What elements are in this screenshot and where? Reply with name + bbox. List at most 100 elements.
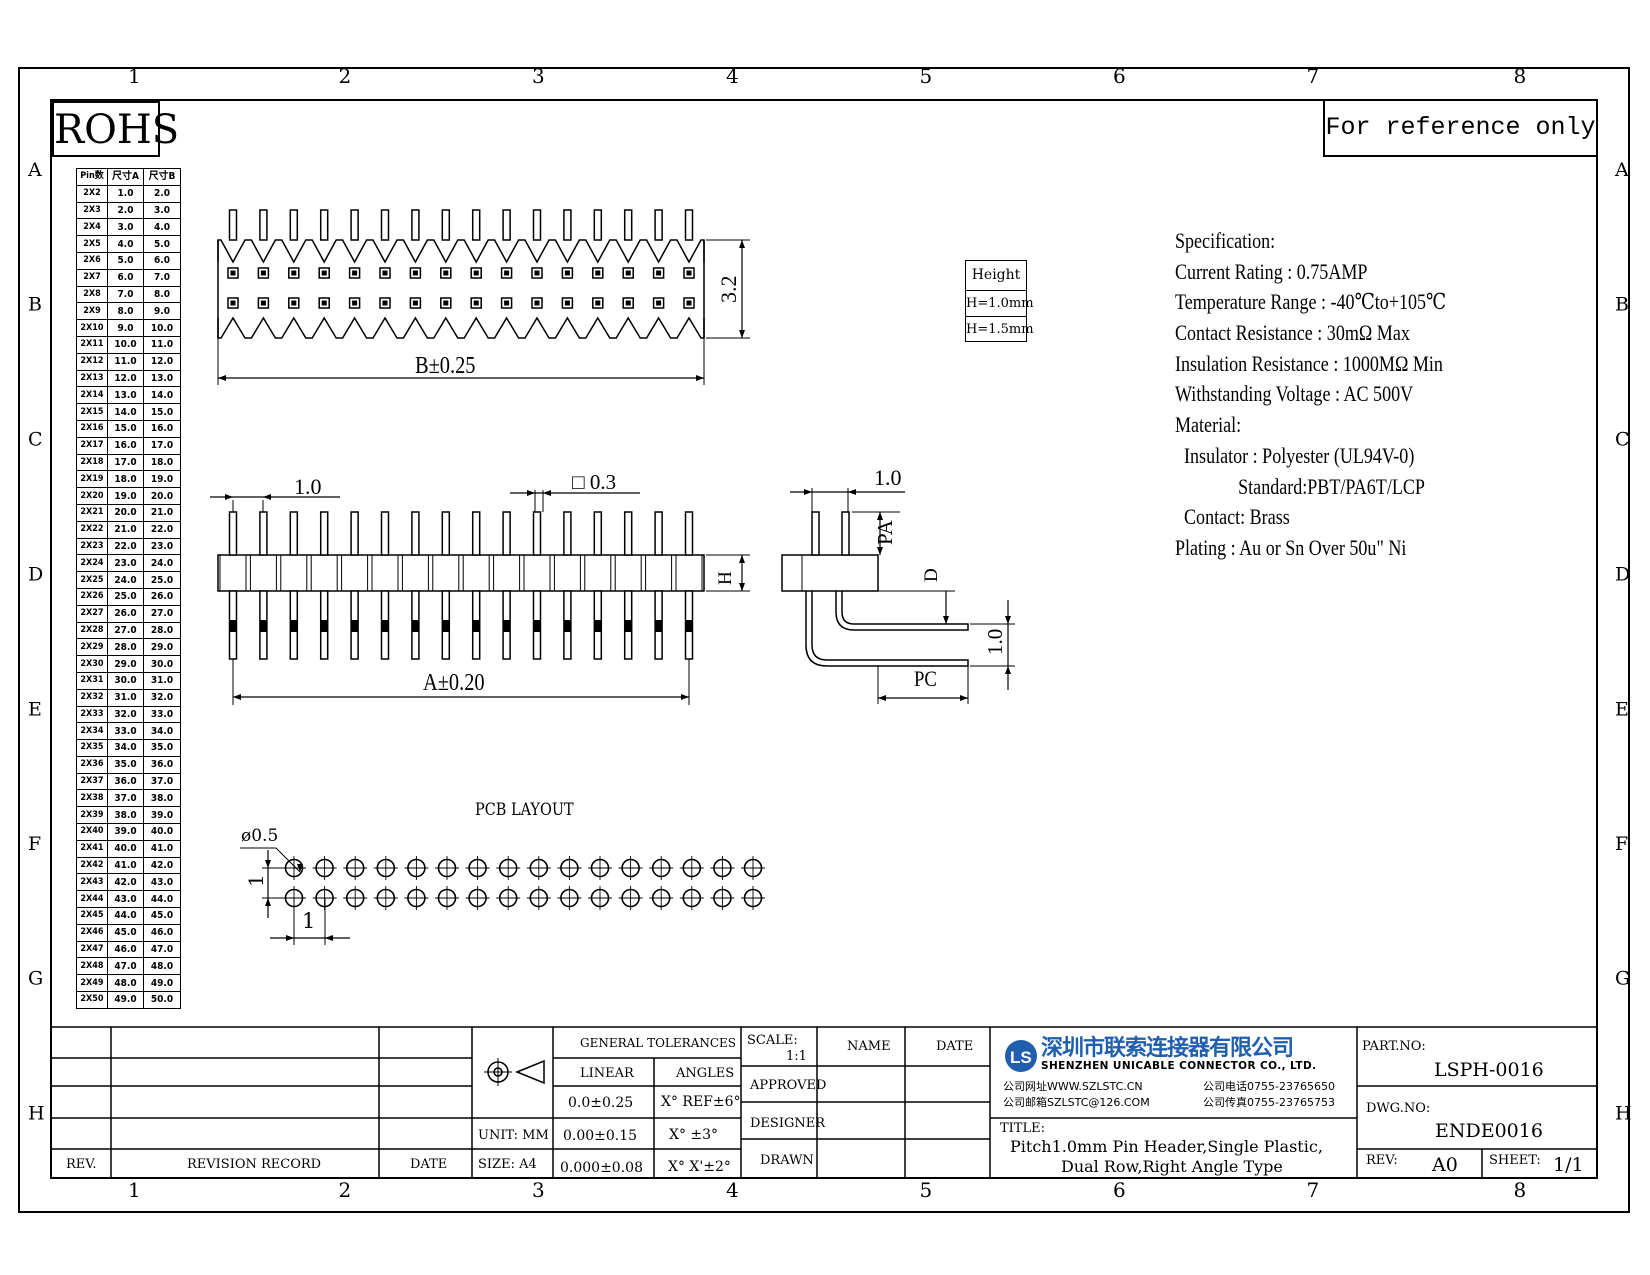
front-pin-top [654, 511, 663, 556]
top-hole-core [230, 300, 236, 306]
pcb-hole-diameter: ø0.5 [241, 826, 279, 846]
arrowhead [739, 330, 745, 338]
sheet-label: SHEET: [1489, 1153, 1541, 1168]
top-hole-core [321, 270, 327, 276]
tol-linear-1: 0.0±0.25 [568, 1095, 634, 1111]
top-hole-core [291, 300, 297, 306]
rev-label: REV. [66, 1157, 97, 1172]
front-pin-top [441, 511, 451, 556]
top-hole-core [352, 270, 358, 276]
arrowhead [739, 240, 745, 248]
unit-label: UNIT: MM [478, 1128, 549, 1143]
front-pin-band [229, 620, 237, 632]
designer-label: DESIGNER [750, 1116, 825, 1131]
arrowhead [804, 489, 812, 495]
side-bent-pin-1 [835, 591, 969, 631]
zone-row-E: E [28, 699, 42, 721]
arrowhead [543, 490, 551, 496]
top-pin [684, 209, 694, 241]
pin-table-cell: 42.0 [143, 856, 181, 875]
zone-col-8: 8 [1514, 64, 1527, 88]
arrowhead [943, 616, 949, 624]
top-hole-core [504, 300, 510, 306]
top-hole-core [230, 270, 236, 276]
arrowhead [848, 489, 856, 495]
arrowhead [696, 375, 704, 381]
drawn-label: DRAWN [760, 1153, 814, 1168]
linear-label: LINEAR [580, 1066, 634, 1081]
spec-line: Insulator : Polyester (UL94V-0) [1175, 442, 1415, 468]
revision-record-label: REVISION RECORD [187, 1157, 322, 1172]
arrowhead [1005, 616, 1011, 624]
svg-text:LS: LS [1010, 1048, 1032, 1067]
scale-label: SCALE: [747, 1033, 798, 1048]
top-pin [471, 209, 481, 241]
arrowhead [233, 694, 241, 700]
top-pin [228, 209, 238, 241]
tol-linear-2: 0.00±0.15 [563, 1128, 638, 1144]
top-pin [350, 209, 359, 241]
spec-line: Insulation Resistance : 1000MΩ Min [1175, 350, 1443, 376]
rev2-value: A0 [1432, 1154, 1458, 1176]
side-housing [781, 554, 879, 592]
pin-table-cell: 8.0 [143, 285, 181, 304]
front-pin-top [684, 511, 694, 556]
front-pin-band [503, 620, 511, 632]
zone-col-7: 7 [1307, 1178, 1320, 1202]
sheet-value: 1/1 [1553, 1154, 1584, 1176]
top-pin [654, 209, 663, 241]
title-line-1: Pitch1.0mm Pin Header,Single Plastic, [1010, 1137, 1323, 1156]
height-box-title: Height [966, 261, 1026, 291]
top-hole-core [656, 300, 662, 306]
zone-col-6: 6 [1113, 1178, 1126, 1202]
tol-linear-3: 0.000±0.08 [560, 1160, 643, 1176]
company-name-en: SHENZHEN UNICABLE CONNECTOR CO., LTD. [1041, 1060, 1317, 1072]
part-no-value: LSPH-0016 [1434, 1059, 1544, 1081]
pin-table-cell: 50.0 [143, 991, 181, 1009]
front-pin-band [563, 620, 571, 632]
front-pin-top [289, 511, 299, 556]
zone-row-C: C [28, 429, 43, 451]
front-pin-band [290, 620, 298, 632]
front-pin-top [563, 511, 572, 556]
arrowhead [225, 494, 233, 500]
rev2-label: REV: [1366, 1153, 1398, 1168]
top-hole-core [686, 270, 692, 276]
spec-line: Temperature Range : -40℃to+105℃ [1175, 289, 1447, 315]
zone-row-C: C [1615, 429, 1630, 451]
top-hole-core [473, 300, 479, 306]
zone-row-A: A [1614, 159, 1629, 181]
arrowhead [286, 935, 294, 941]
top-hole-core [260, 300, 266, 306]
dim-pin-square: □ 0.3 [572, 470, 617, 494]
front-pin-band [472, 620, 480, 632]
zone-col-1: 1 [128, 64, 141, 88]
top-hole-core [412, 300, 418, 306]
top-hole-core [625, 300, 631, 306]
top-pin [319, 209, 329, 241]
top-hole-core [504, 270, 510, 276]
top-view [217, 209, 750, 385]
top-housing-edge-bottom [217, 316, 705, 339]
zone-col-3: 3 [532, 64, 545, 88]
front-pin-band [442, 620, 450, 632]
